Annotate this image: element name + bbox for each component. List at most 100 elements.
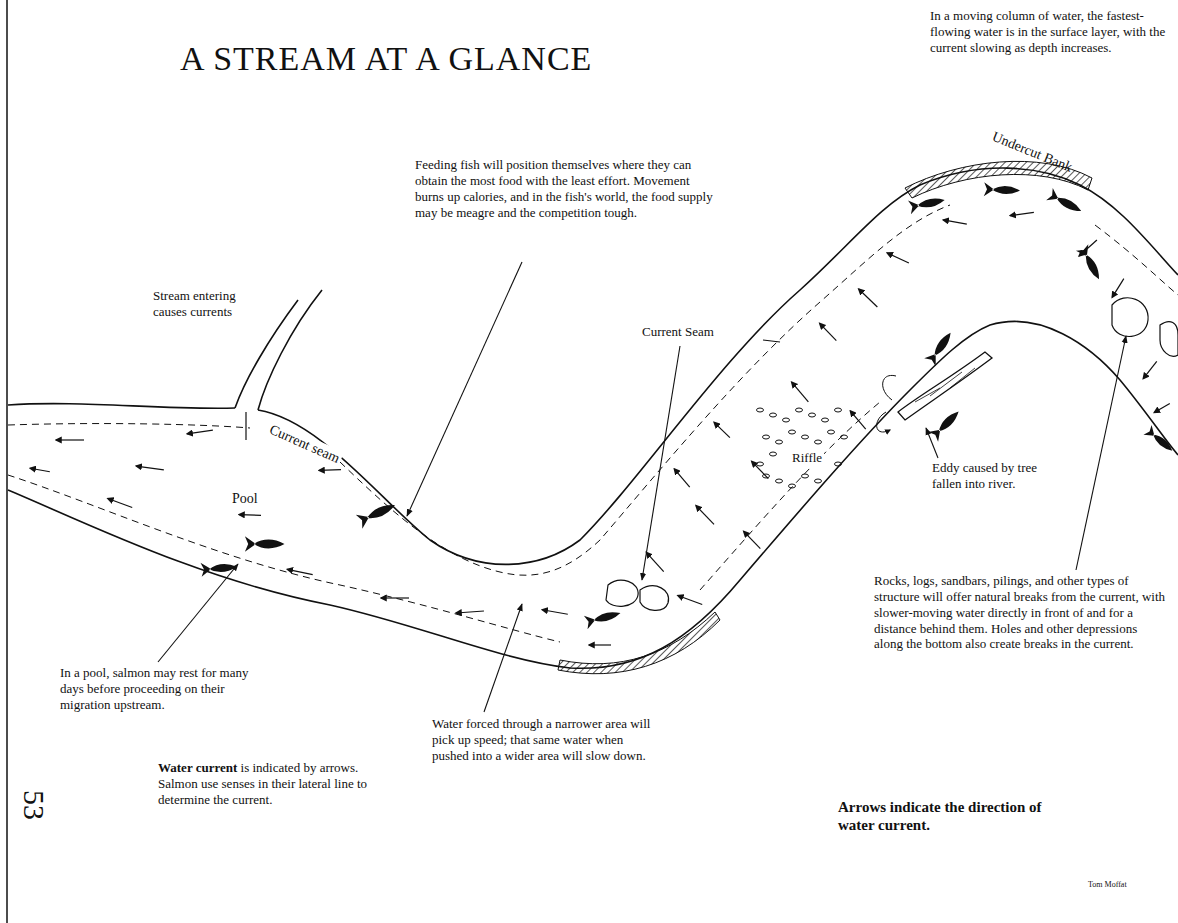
- bank-hatching: [558, 612, 720, 674]
- label-text: Arrows indicate the direction of water c…: [838, 799, 1042, 833]
- part-label: Pool: [232, 490, 258, 507]
- title: A STREAM AT A GLANCE: [180, 38, 592, 79]
- riffle-ripple: [835, 408, 842, 412]
- salmon-fish: [1076, 244, 1105, 282]
- rocks: [606, 298, 1178, 611]
- current-arrow: [1112, 279, 1124, 298]
- part-label: Riffle: [790, 450, 824, 466]
- tributary-current: [245, 412, 246, 440]
- current-arrow: [646, 552, 663, 571]
- label-text: Tom Moffat: [1088, 880, 1127, 889]
- riffle-ripple: [776, 479, 783, 483]
- label-text: Feeding fish will position themselves wh…: [415, 157, 713, 220]
- note: Stream entering causes currents: [153, 288, 265, 320]
- current-arrow: [542, 610, 568, 615]
- riffle-ripple: [841, 435, 848, 439]
- riffle-ripple: [815, 479, 822, 483]
- part-label: Current seam: [265, 420, 344, 468]
- label-text: Riffle: [792, 450, 822, 465]
- current-arrow: [674, 469, 689, 487]
- current-arrow: [678, 596, 702, 605]
- current-arrow: [1154, 404, 1170, 413]
- salmon: [200, 182, 1176, 629]
- note: Arrows indicate the direction of water c…: [838, 798, 1048, 835]
- current-arrow: [1143, 361, 1157, 378]
- current-arrow: [187, 430, 213, 434]
- riffle-ripple: [763, 435, 770, 439]
- salmon-fish: [908, 193, 946, 214]
- current-arrow: [456, 611, 484, 613]
- current-arrow: [287, 569, 312, 574]
- riffle-ripple: [802, 474, 809, 478]
- current-arrow: [820, 323, 837, 340]
- current-arrow: [696, 506, 714, 525]
- current-arrow: [887, 253, 909, 263]
- note: Rocks, logs, sandbars, pilings, and othe…: [874, 573, 1166, 652]
- title-text: A STREAM AT A GLANCE: [180, 40, 592, 77]
- riffle-ripple: [809, 413, 816, 417]
- current-arrow: [589, 644, 611, 645]
- riffle-ripple: [757, 408, 764, 412]
- salmon-fish: [924, 329, 956, 367]
- page-edge: [6, 0, 8, 923]
- label-text: Water forced through a narrower area wil…: [432, 716, 650, 763]
- salmon-fish: [1046, 188, 1084, 217]
- stream-bank: [8, 168, 1178, 564]
- riffle-ripple: [815, 440, 822, 444]
- label-text: In a pool, salmon may rest for many days…: [60, 665, 248, 712]
- riffle-ripple: [789, 484, 796, 488]
- current-arrow: [108, 499, 132, 508]
- note: Water currentis indicated by arrows. Sal…: [158, 760, 380, 808]
- label-text: Pool: [232, 491, 258, 506]
- salmon-fish: [245, 536, 285, 551]
- salmon-fish: [356, 498, 398, 529]
- note: In a moving column of water, the fastest…: [930, 8, 1166, 56]
- current-arrow: [744, 531, 761, 548]
- riffle-ripple: [783, 418, 790, 422]
- current-arrow: [859, 289, 878, 307]
- riffle-ripple: [789, 430, 796, 434]
- label-text: 53: [18, 790, 51, 820]
- label-text: In a moving column of water, the fastest…: [930, 8, 1165, 55]
- current-arrow: [752, 461, 769, 478]
- current-arrow: [239, 514, 261, 516]
- label-text: Water current: [158, 760, 237, 775]
- riffle-ripple: [776, 440, 783, 444]
- page-number: 53: [15, 790, 52, 820]
- current-arrow: [943, 220, 967, 224]
- current-arrow: [136, 466, 164, 470]
- salmon-fish: [984, 182, 1020, 197]
- current-arrow: [319, 469, 341, 471]
- riffle-ripples: [757, 408, 848, 488]
- riffle-ripple: [763, 474, 770, 478]
- riffle-ripple: [822, 418, 829, 422]
- current-arrow: [792, 382, 809, 402]
- salmon-fish: [200, 560, 237, 577]
- part-label: Current Seam: [642, 324, 714, 340]
- label-text: Current Seam: [642, 324, 714, 339]
- note: Water forced through a narrower area wil…: [432, 716, 660, 764]
- note: In a pool, salmon may rest for many days…: [60, 665, 260, 713]
- note: Eddy caused by tree fallen into river.: [932, 460, 1068, 492]
- stream-bank: [8, 321, 1178, 668]
- current-arrow: [381, 597, 409, 598]
- tributary: [235, 290, 322, 410]
- current-arrow: [1010, 212, 1034, 215]
- label-text: Stream entering causes currents: [153, 288, 236, 319]
- current-arrow: [56, 439, 84, 440]
- riffle-ripple: [828, 430, 835, 434]
- current-arrow: [850, 411, 865, 429]
- label-text: Current seam: [267, 422, 342, 466]
- riffle-ripple: [796, 408, 803, 412]
- current-arrow: [714, 422, 730, 437]
- note: Feeding fish will position themselves wh…: [415, 157, 717, 220]
- current-arrow: [30, 468, 50, 471]
- salmon-fish: [1143, 425, 1176, 455]
- riffle-ripple: [835, 462, 842, 466]
- label-text: Eddy caused by tree fallen into river.: [932, 460, 1037, 491]
- salmon-fish: [928, 406, 963, 441]
- salmon-fish: [584, 606, 622, 629]
- riffle-ripple: [802, 435, 809, 439]
- riffle-ripple: [770, 413, 777, 417]
